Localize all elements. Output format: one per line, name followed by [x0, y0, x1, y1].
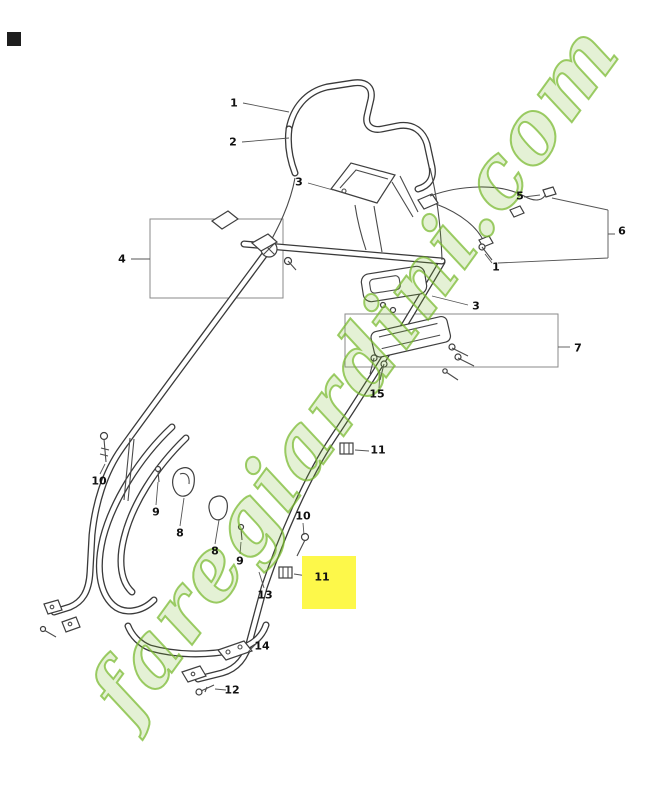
mount-foot-left: [43, 599, 63, 615]
callout-2: 2: [229, 135, 237, 149]
cable-clamp-part11-lower: [278, 566, 293, 579]
cable-clamp-part11-upper: [339, 442, 354, 455]
callout-3-top: 3: [295, 175, 303, 189]
callout-8-left: 8: [176, 526, 184, 540]
callout-15: 15: [369, 387, 385, 401]
leader-lines: [99, 102, 570, 691]
callout-14: 14: [254, 639, 270, 653]
callout-11-highlighted: 11: [314, 570, 330, 584]
console-part3: [329, 162, 396, 204]
corner-marker: [7, 32, 21, 46]
callout-11-upper: 11: [370, 443, 386, 457]
plate-part8-left: [172, 467, 195, 497]
callout-4: 4: [118, 252, 126, 266]
mount-part7: [370, 315, 452, 358]
group-bracket-part6: [497, 197, 615, 264]
callout-3-right: 3: [472, 299, 480, 313]
hardware-drawing: [99, 162, 557, 696]
callout-9-right: 9: [236, 554, 244, 568]
bolt-part10-left: [99, 431, 109, 441]
mount-foot-left-2: [61, 616, 81, 633]
mount-foot-right: [181, 665, 207, 683]
callout-9-left: 9: [152, 505, 160, 519]
group-box-part7: [344, 313, 559, 368]
callout-8-right: 8: [211, 544, 219, 558]
screw-part12: [195, 688, 203, 696]
cable-end-fitting: [542, 186, 557, 198]
callout-5: 5: [516, 189, 524, 203]
callout-1-right: 1: [492, 260, 500, 274]
callout-12: 12: [224, 683, 240, 697]
clamp-part4-a: [210, 210, 240, 230]
callout-13: 13: [257, 588, 273, 602]
throttle-part5: [417, 193, 439, 210]
callout-7: 7: [574, 341, 582, 355]
highlight-box: [302, 556, 356, 609]
callout-10-right: 10: [295, 509, 311, 523]
callout-1-top: 1: [230, 96, 238, 110]
bracket-part14: [217, 640, 253, 661]
plate-part8-right: [208, 495, 228, 521]
lower-handle-drawing: [39, 246, 446, 683]
callout-6: 6: [618, 224, 626, 238]
bolt-part10-right: [300, 532, 310, 542]
clamp-part4-b: [250, 233, 279, 252]
callout-10-left: 10: [91, 474, 107, 488]
bracket-part3-lower: [360, 265, 428, 303]
